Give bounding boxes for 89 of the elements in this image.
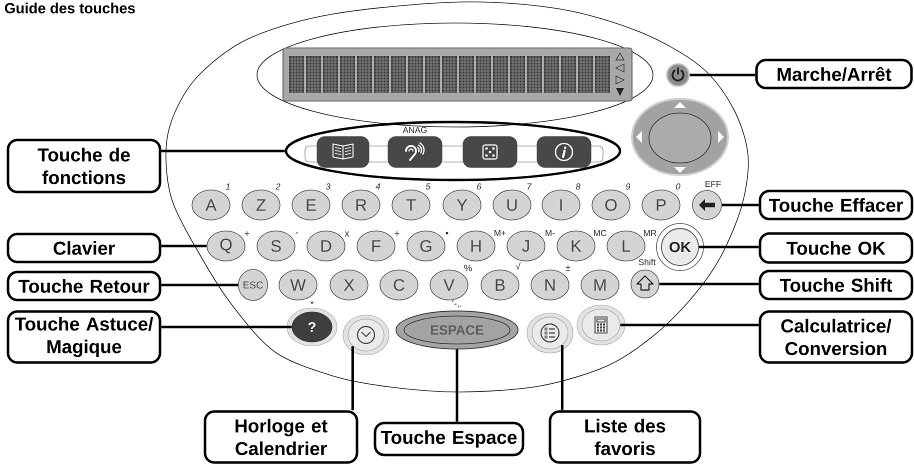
key: F [356,230,396,262]
key-label: % [464,264,472,272]
key: H [456,230,496,262]
callout-box: Touche Astuce/ Magique [6,310,162,364]
key: K [556,230,596,262]
key [342,314,390,356]
callout-box: Touche Shift [758,270,914,300]
key: C [380,270,418,300]
key-label: 4 [376,184,380,190]
key: N [530,270,570,300]
key-label: 0 [676,183,680,190]
leader-line [560,345,564,410]
key: T [392,190,430,220]
navigation-pad [631,98,729,176]
leader-line [161,284,238,286]
key-label: - [296,232,298,234]
key-label: ± [566,265,570,271]
key-label: x [344,232,350,236]
leader-line [620,324,759,326]
callout-box: Calculatrice/ Conversion [758,310,914,364]
key-label: • [446,232,448,234]
key: V [430,270,468,300]
key-label: M+ [494,230,506,236]
key: U [492,190,532,220]
key: A [192,190,230,220]
leader-line [351,346,354,410]
key-label: 9 [626,183,630,190]
callout-box: Horloge et Calendrier [204,410,358,464]
key-label: EFF [706,181,721,187]
leader-line [722,204,759,206]
key-label: 1 [226,184,230,190]
key-label: + [244,231,250,236]
leader-line [456,349,458,422]
key: O [592,190,630,220]
key-label: * [310,300,314,304]
leader-line [659,282,759,286]
callout-box: Touche Espace [374,422,524,456]
key-label: 2 [276,183,280,190]
key: D [306,230,346,262]
leader-line [690,74,756,76]
function-key [316,136,370,168]
key: B [480,270,520,300]
key: Q [206,230,246,262]
key-label: 7 [528,184,532,190]
title: Guide des touches [4,2,135,14]
key: Y [442,190,482,220]
callout-box: Touche Effacer [758,190,914,220]
key: X [330,270,368,300]
function-key [536,136,592,168]
key-label: MR [644,230,656,236]
key [526,312,574,354]
key [630,270,660,298]
key: OK [656,223,704,271]
callout-box: Liste des favoris [548,410,702,464]
callout-box: Marche/Arrêt [755,58,913,90]
leader-line [161,244,207,248]
key: Z [242,190,280,220]
key: ESC [238,269,268,301]
key-label: 6 [477,183,482,190]
key-label: MC [594,230,606,236]
space-bar: ESPACE [396,310,518,350]
key: S [256,230,296,262]
key-label: M- [546,230,555,236]
callout-box: Touche OK [758,232,914,264]
leader-line [698,246,759,248]
key: ? [286,308,338,346]
key: E [292,190,330,220]
key-label: 3 [326,183,330,190]
callout-box: Touche Retour [6,270,162,302]
key-label: 5 [426,183,430,190]
function-key [388,136,442,168]
key-label: ANAG [402,126,427,134]
key: I [542,190,580,220]
key-label: √ [516,262,521,270]
key-label: + [394,231,400,236]
function-key [462,136,518,168]
key [576,304,626,346]
key: G [406,230,446,262]
callout-box: Clavier [6,232,162,264]
key-label: '-,. [452,300,462,308]
callout-box: Touche de fonctions [6,138,162,194]
key-label: Shift [638,258,656,266]
key: P [642,190,680,220]
key: J [506,230,546,262]
key-label: 8 [576,183,580,190]
key: W [278,270,318,300]
key: M [580,270,620,300]
leader-line [161,326,292,328]
key: R [342,190,380,220]
